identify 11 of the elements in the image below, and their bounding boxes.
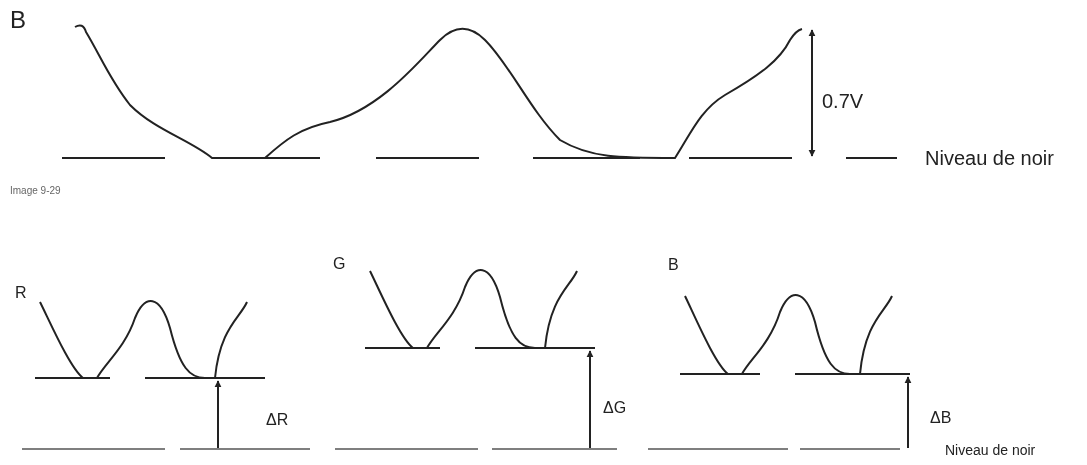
channel-label: B (668, 257, 679, 273)
figure-caption: Image 9-29 (10, 186, 61, 196)
offset-label: ΔG (603, 400, 627, 416)
channel-label: G (333, 256, 346, 272)
line-label: Niveau de noir (945, 443, 1036, 457)
offset-label: ΔB (930, 410, 952, 426)
panel-label: B (10, 8, 26, 32)
dimension-label: 0.7V (822, 91, 864, 111)
offset-label: ΔR (266, 412, 289, 428)
line-label: Niveau de noir (925, 148, 1054, 168)
channel-label: R (15, 285, 27, 301)
